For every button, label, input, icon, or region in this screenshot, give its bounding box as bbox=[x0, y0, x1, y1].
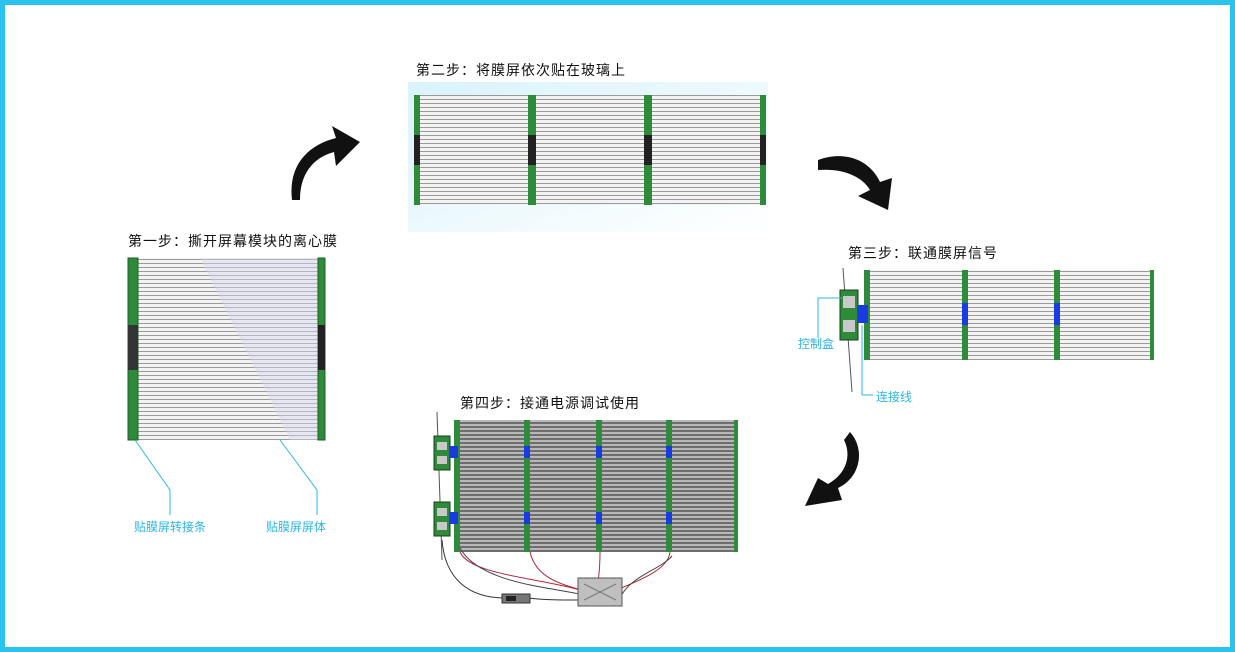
step3-title: 第三步：联通膜屏信号 bbox=[848, 246, 998, 262]
step3-callout-lines bbox=[817, 297, 873, 396]
step2-title: 第二步：将膜屏依次贴在玻璃上 bbox=[416, 63, 626, 79]
step1-callout-connector-strip: 贴膜屏转接条 bbox=[134, 520, 207, 534]
step3-callout-control-box: 控制盒 bbox=[798, 337, 835, 351]
step2-panel-row bbox=[408, 82, 768, 232]
step1-callout-screen-body: 贴膜屏屏体 bbox=[266, 520, 327, 534]
step1-title: 第一步：撕开屏幕模块的离心膜 bbox=[128, 234, 338, 250]
step3-callout-cable: 连接线 bbox=[876, 390, 913, 404]
step4-adapter bbox=[501, 593, 531, 604]
step4-control-boxes bbox=[433, 411, 458, 561]
step3-panel-row bbox=[864, 270, 1154, 360]
step3-control-box bbox=[839, 267, 868, 393]
step4-panel-row bbox=[454, 420, 738, 552]
step4-power-supply bbox=[577, 577, 623, 607]
curved-arrow-icon bbox=[805, 432, 860, 506]
step1-film-panel bbox=[127, 257, 326, 441]
curved-arrow-icon bbox=[291, 126, 360, 200]
curved-arrow-icon bbox=[818, 156, 892, 210]
step4-title: 第四步：接通电源调试使用 bbox=[460, 396, 640, 412]
step1-callout-lines bbox=[134, 439, 318, 515]
